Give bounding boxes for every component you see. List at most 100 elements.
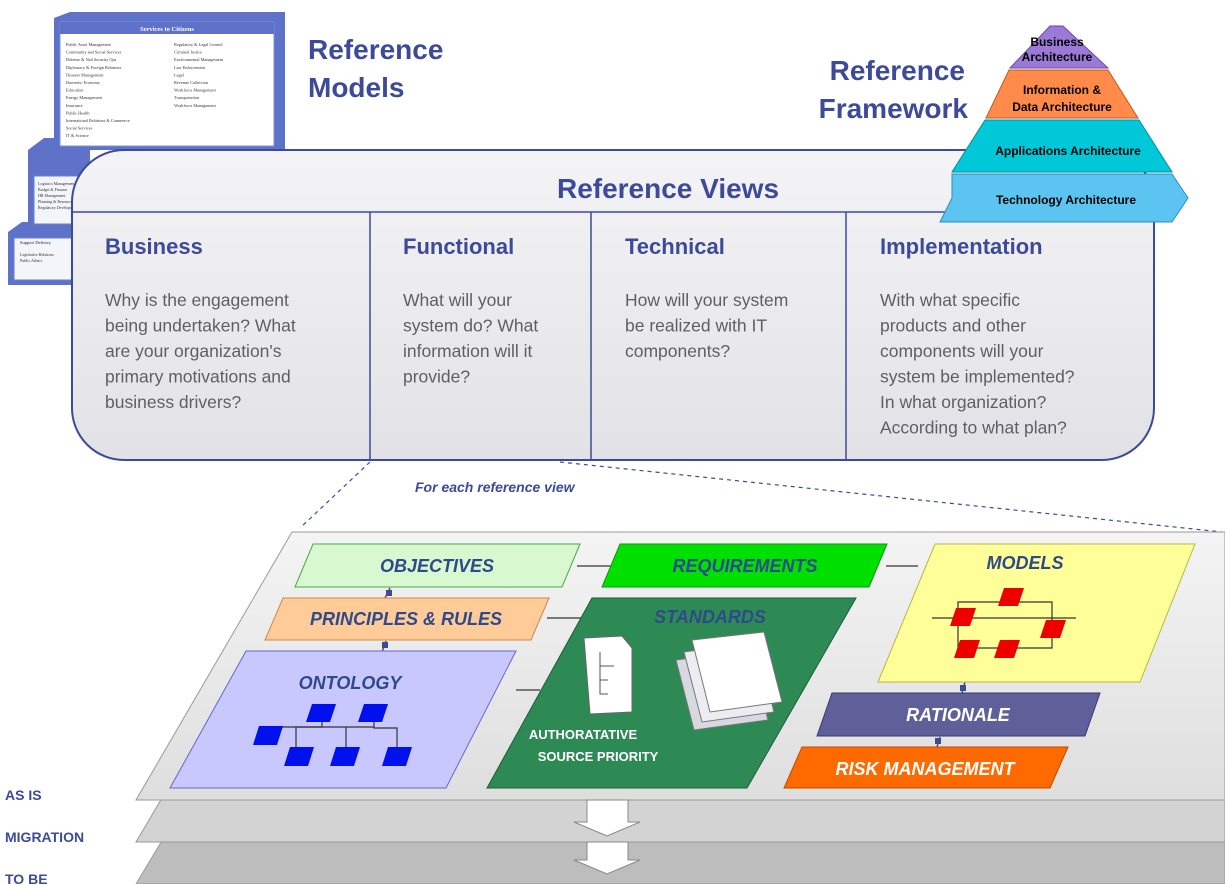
down-arrow-icon [573, 841, 641, 875]
pyramid-technology-layer [939, 173, 1189, 223]
view-question-line: information will it [403, 341, 532, 361]
ontology-node [330, 747, 360, 766]
doc-line: Insurance [66, 103, 83, 108]
pyramid-information-label: Information & [1023, 83, 1101, 97]
reference-framework-title-line2: Framework [819, 93, 969, 124]
reference-models-title: Reference [308, 34, 443, 65]
doc-line: Workforce Management [174, 88, 217, 93]
doc-line: Domestic Economy [66, 80, 101, 85]
reference-models-title-line2: Models [308, 72, 404, 103]
model-node [950, 608, 976, 626]
requirements-box[interactable]: REQUIREMENTS [601, 543, 888, 588]
view-connector-left [299, 461, 371, 529]
view-heading: Implementation [880, 234, 1043, 259]
doc-line: Diplomacy & Foreign Relations [66, 65, 122, 70]
doc-line: Transportation [174, 95, 200, 100]
view-connector-right [559, 461, 1223, 533]
to-be-label: TO BE [5, 871, 48, 884]
doc-line: IT & Science [66, 133, 89, 138]
documents-stack-icon [675, 631, 783, 731]
model-node [1040, 620, 1066, 638]
as-is-label: AS IS [5, 787, 42, 803]
doc-line: Criminal Justice [174, 50, 202, 55]
services-to-citizens-doc-header: Services to Citizens [140, 26, 194, 33]
doc-line: Revenue Collection [174, 80, 209, 85]
view-question-line: components will your [880, 341, 1044, 361]
view-heading: Business [105, 234, 203, 259]
risk-management-label: RISK MANAGEMENT [836, 759, 1017, 779]
risk-management-box[interactable]: RISK MANAGEMENT [783, 746, 1069, 789]
view-question-line: Why is the engagement [105, 290, 289, 310]
model-node [954, 640, 980, 658]
doc-line: Defense & Natl Security Ops [66, 57, 117, 62]
principles-rules-label: PRINCIPLES & RULES [310, 609, 502, 629]
reference-framework-title: Reference [830, 55, 965, 86]
rationale-label: RATIONALE [906, 705, 1011, 725]
view-question-line: How will your system [625, 290, 788, 310]
ontology-node [284, 747, 314, 766]
doc-line: Energy Management [66, 95, 103, 100]
view-question-line: are your organization's [105, 341, 282, 361]
view-question-line: primary motivations and [105, 367, 291, 387]
view-heading: Technical [625, 234, 725, 259]
document-icon [583, 635, 633, 715]
ontology-node [358, 704, 388, 722]
standards-label: STANDARDS [654, 607, 766, 627]
pyramid-applications-layer [951, 119, 1173, 173]
view-question-line: products and other [880, 316, 1026, 336]
principles-rules-box[interactable]: PRINCIPLES & RULES [264, 597, 550, 641]
model-node [998, 588, 1024, 606]
pyramid-technology-label: Technology Architecture [996, 193, 1136, 207]
pyramid-business-label: Business [1030, 35, 1084, 49]
doc-line: Environmental Management [174, 57, 224, 62]
view-question-line: being undertaken? What [105, 316, 296, 336]
doc-line: Workforce Management [174, 103, 217, 108]
svg-text:Architecture: Architecture [1022, 50, 1093, 64]
pyramid-applications-label: Applications Architecture [995, 144, 1141, 158]
doc-line: Disaster Management [66, 72, 104, 77]
models-network-graphic [932, 588, 1076, 658]
rationale-box[interactable]: RATIONALE [816, 692, 1101, 737]
doc-line: Regulatory & Legal Control [174, 42, 223, 47]
models-box[interactable]: MODELS [877, 543, 1196, 683]
ontology-node [306, 704, 336, 722]
svg-text:Legislative Relations: Legislative Relations [20, 252, 54, 257]
layer-transition-arrows [573, 799, 641, 875]
view-question-line: be realized with IT [625, 316, 767, 336]
authoritative-source-priority-label: AUTHORATATIVE [529, 727, 638, 742]
view-question-line: system be implemented? [880, 367, 1075, 387]
view-question-line: system do? What [403, 316, 538, 336]
framework-pyramid: Business Architecture Information & Data… [939, 25, 1189, 223]
doc-line: Public Health [66, 110, 90, 115]
reference-views-title: Reference Views [557, 173, 779, 204]
ontology-label: ONTOLOGY [299, 673, 404, 693]
objectives-box[interactable]: OBJECTIVES [294, 543, 581, 588]
standards-box[interactable]: STANDARDS AUTHORATATIVE SOURCE PRIORITY [486, 597, 857, 789]
requirements-label: REQUIREMENTS [672, 556, 817, 576]
pyramid-information-layer [985, 69, 1139, 119]
objectives-label: OBJECTIVES [380, 556, 494, 576]
svg-text:HR Management: HR Management [38, 193, 66, 198]
view-question-line: With what specific [880, 290, 1020, 310]
ontology-tree-graphic [253, 704, 412, 766]
view-heading: Functional [403, 234, 514, 259]
doc-line: Law Enforcement [174, 65, 206, 70]
svg-text:Public Affairs: Public Affairs [20, 258, 43, 263]
view-question-line: What will your [403, 290, 512, 310]
doc-line: Legal [174, 72, 185, 77]
doc-line: Community and Social Services [66, 50, 122, 55]
doc-line: Social Services [66, 126, 93, 131]
model-node [994, 640, 1020, 658]
svg-text:Data Architecture: Data Architecture [1012, 100, 1112, 114]
models-label: MODELS [986, 553, 1063, 573]
svg-text:Planning & Resource: Planning & Resource [38, 199, 72, 204]
doc-line: Public Asset Management [66, 42, 112, 47]
ontology-box[interactable]: ONTOLOGY [169, 650, 517, 789]
doc-line: International Relations & Commerce [66, 118, 130, 123]
view-question-line: components? [625, 341, 730, 361]
